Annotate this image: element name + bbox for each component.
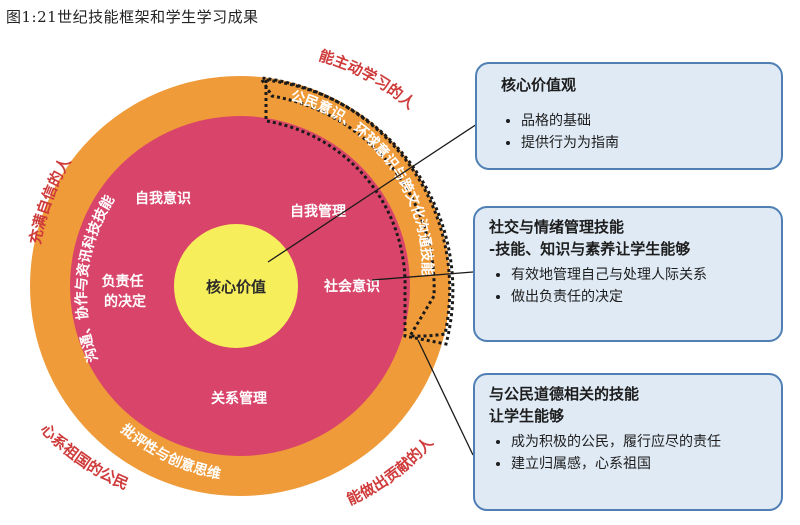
social-emotional-item: 做出负责任的决定	[511, 286, 767, 308]
social-emotional-box-subtitle: -技能、知识与素养让学生能够	[489, 240, 691, 258]
civic-skills-dotted-outline	[260, 76, 452, 338]
relationship-management-label: 关系管理	[211, 390, 267, 407]
social-awareness-label: 社会意识	[323, 278, 380, 295]
connector-social-emotional	[371, 271, 474, 281]
core-values-box: 核心价值观 品格的基础 提供行为为指南	[475, 62, 783, 170]
civic-moral-item: 成为积极的公民，履行应尽的责任	[511, 431, 767, 453]
core-values-box-title: 核心价值观	[501, 76, 577, 94]
connector-civic-moral	[417, 339, 474, 456]
connector-core-values	[267, 123, 478, 263]
core-values-circle	[174, 224, 298, 348]
civic-moral-box: 与公民道德相关的技能 让学生能够 成为积极的公民，履行应尽的责任 建立归属感，心…	[473, 373, 783, 511]
core-values-item: 提供行为为指南	[521, 132, 767, 154]
core-values-label: 核心价值	[206, 278, 266, 296]
self-awareness-label: 自我意识	[135, 190, 191, 207]
self-management-label: 自我管理	[290, 203, 346, 220]
social-emotional-item: 有效地管理自己与处理人际关系	[511, 264, 767, 286]
core-values-item: 品格的基础	[521, 110, 767, 132]
social-emotional-box: 社交与情绪管理技能 -技能、知识与素养让学生能够 有效地管理自己与处理人际关系 …	[473, 206, 783, 342]
civic-moral-item: 建立归属感，心系祖国	[511, 453, 767, 475]
civic-moral-box-subtitle: 让学生能够	[489, 407, 565, 425]
social-emotional-box-title: 社交与情绪管理技能	[489, 218, 625, 236]
civic-moral-box-title: 与公民道德相关的技能	[489, 385, 640, 403]
civic-skills-dotted-band	[264, 78, 455, 346]
responsible-decision-label: 负责任 的决定	[102, 273, 149, 310]
figure-title: 图1:21世纪技能框架和学生学习成果	[6, 8, 259, 26]
